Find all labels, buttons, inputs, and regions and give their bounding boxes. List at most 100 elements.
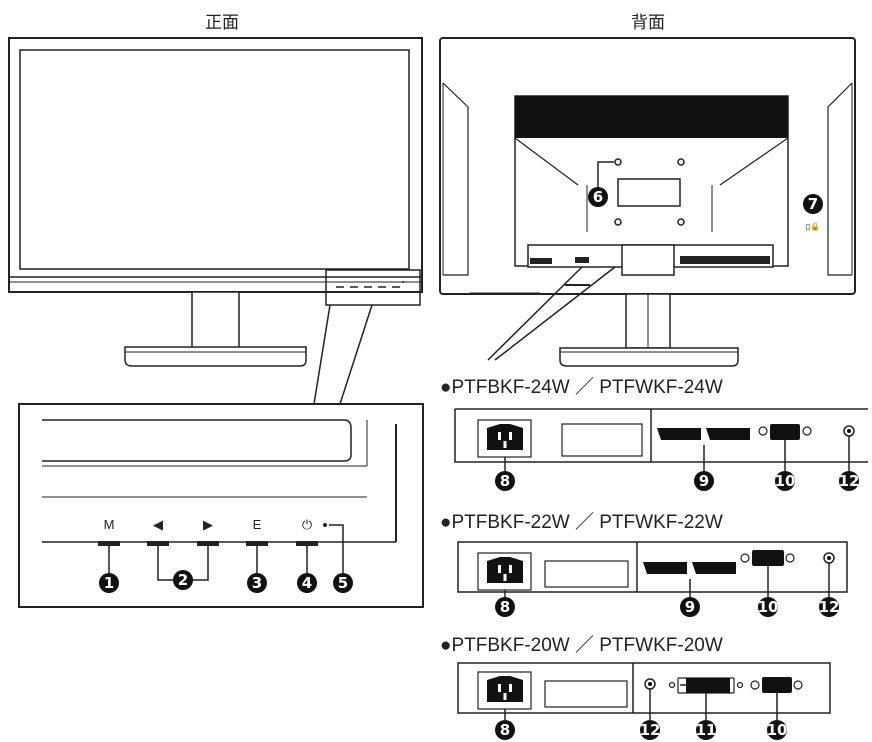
button-label-left: ◀ (153, 517, 163, 532)
callout-3-label: 3 (252, 574, 262, 592)
callout-9-22w (680, 597, 700, 617)
button-left[interactable] (147, 541, 169, 546)
front-stand-base (124, 346, 307, 367)
detail-frame (18, 403, 424, 608)
back-stand-base (559, 347, 739, 367)
back-left-bevel (442, 82, 469, 276)
button-e[interactable] (246, 541, 268, 546)
back-right-bevel (827, 82, 853, 276)
front-screen (19, 49, 410, 270)
panel-20w (457, 662, 831, 720)
front-zoom-line-right (339, 304, 373, 405)
callout-3 (247, 573, 267, 593)
blank-plate-20w (544, 680, 628, 708)
blank-plate-22w (544, 560, 629, 588)
callout-4-label: 4 (302, 574, 312, 592)
callout-12-22w-label: 12 (819, 598, 840, 616)
callout-10-24w (775, 471, 795, 491)
callout-12-24w-label: 12 (839, 472, 860, 490)
front-zoom-region (325, 269, 421, 306)
callout-6 (588, 187, 608, 207)
callout-6-leader (597, 161, 614, 197)
back-vent-area (515, 96, 788, 138)
front-title: 正面 (205, 13, 239, 33)
callout-8-22w-label: 8 (500, 598, 510, 616)
front-view (8, 37, 423, 405)
panel-22w (457, 541, 848, 597)
model-22w-title: ●PTFBKF-22W ／ PTFWKF-22W (440, 511, 723, 533)
callout-6-label: 6 (593, 188, 603, 206)
power-socket-24w (487, 424, 523, 450)
button-label-m: M (104, 517, 115, 532)
power-socket-22w (487, 557, 523, 583)
callout-8-22w (495, 597, 515, 617)
button-label-e: E (253, 517, 262, 532)
callout-10-20w (767, 720, 787, 740)
front-button-detail: M ◀ ▶ E ⏻ 1 2 3 4 5 (18, 403, 424, 608)
model-24w-title: ●PTFBKF-24W ／ PTFWKF-24W (440, 376, 723, 398)
vga-port-20w[interactable] (762, 677, 792, 693)
front-stand-neck (191, 291, 240, 350)
callout-1 (99, 573, 119, 593)
hdmi-port-2-24w[interactable] (706, 428, 750, 440)
vesa-hole-1 (614, 158, 622, 166)
hdmi-port-2-22w[interactable] (692, 562, 736, 574)
back-view (439, 37, 856, 367)
back-zoom-line-left (487, 266, 583, 361)
callout-5 (333, 573, 353, 593)
callout-7 (803, 194, 823, 214)
vesa-hole-2 (677, 158, 685, 166)
callout-8-20w-label: 8 (500, 721, 510, 739)
back-title: 背面 (631, 13, 665, 33)
callout-11-20w-label: 11 (696, 721, 717, 739)
blank-plate-24w (561, 423, 643, 457)
back-stand-mount (621, 244, 675, 276)
callout-10-20w-label: 10 (767, 721, 788, 739)
callout-10-22w-label: 10 (758, 598, 779, 616)
callout-2-label: 2 (178, 571, 188, 589)
callout-9-24w-label: 9 (699, 472, 709, 490)
detail-screen-corner (42, 419, 352, 462)
panel-24w (454, 408, 868, 471)
hdmi-port-1-22w[interactable] (643, 562, 687, 574)
power-socket-20w (487, 676, 523, 702)
callout-1-label: 1 (104, 574, 114, 592)
callout-10-24w-label: 10 (775, 472, 796, 490)
vga-port-22w[interactable] (752, 550, 784, 566)
button-power[interactable] (296, 541, 318, 546)
button-label-right: ▶ (203, 517, 213, 532)
vesa-hole-3 (614, 218, 622, 226)
front-leader-lines (108, 524, 344, 581)
callout-7-label: 7 (808, 195, 818, 213)
vesa-hole-4 (677, 218, 685, 226)
callout-4 (297, 573, 317, 593)
button-right[interactable] (197, 541, 219, 546)
callout-10-22w (758, 597, 778, 617)
back-label-plate (617, 178, 681, 207)
front-bezel (8, 37, 423, 293)
callout-12-20w (640, 720, 660, 740)
callout-12-24w (839, 471, 859, 491)
callout-12-20w-label: 12 (640, 721, 661, 739)
callout-8-24w-label: 8 (500, 472, 510, 490)
callout-2 (173, 570, 193, 590)
hdmi-port-1-24w[interactable] (657, 428, 701, 440)
button-label-power: ⏻ (302, 517, 312, 532)
button-m[interactable] (98, 541, 120, 546)
lock-slot-icon: ▯🔒 (806, 222, 820, 231)
power-led-dot (323, 523, 327, 527)
callout-12-22w (819, 597, 839, 617)
callout-9-22w-label: 9 (685, 598, 695, 616)
callout-11-20w (696, 720, 716, 740)
callout-9-24w (694, 471, 714, 491)
callout-8-24w (495, 471, 515, 491)
dvi-port-20w[interactable] (686, 678, 730, 693)
vga-port-24w[interactable] (770, 424, 800, 440)
front-bezel-led (402, 281, 404, 283)
callout-5-label: 5 (338, 574, 348, 592)
callout-8-20w (495, 720, 515, 740)
model-20w-title: ●PTFBKF-20W ／ PTFWKF-20W (440, 634, 723, 656)
front-zoom-line-left (313, 304, 331, 405)
